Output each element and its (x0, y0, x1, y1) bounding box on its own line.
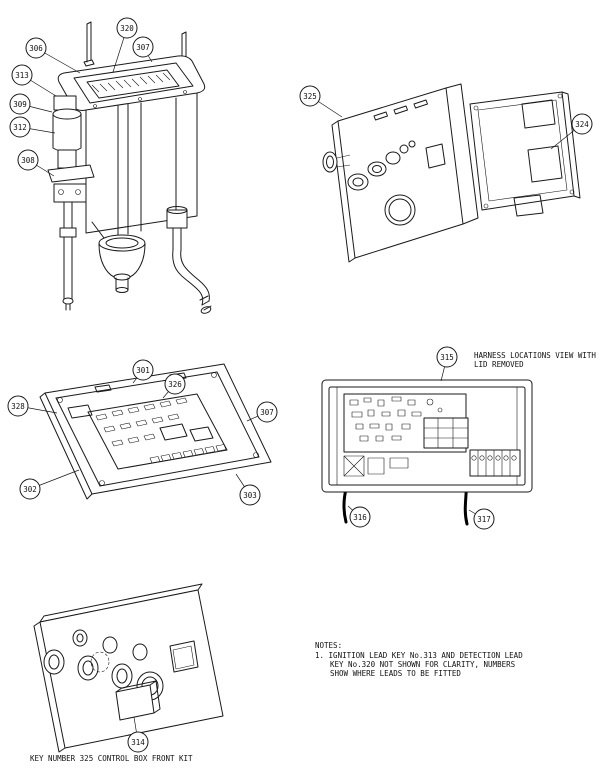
callout-328: 328 (7, 395, 58, 417)
notes-title: NOTES: (315, 641, 342, 650)
front-panel-diagram (33, 583, 224, 753)
harness-caption-line1: HARNESS LOCATIONS VIEW WITH (474, 351, 596, 360)
callout-309: 309 (9, 93, 53, 115)
callout-303: 303 (235, 473, 261, 506)
notes-line3: SHOW WHERE LEADS TO BE FITTED (330, 669, 461, 678)
callout-317: 317 (468, 508, 495, 530)
svg-text:315: 315 (440, 353, 454, 362)
svg-text:317: 317 (477, 515, 491, 524)
front-kit-caption: KEY NUMBER 325 CONTROL BOX FRONT KIT (30, 754, 193, 763)
svg-text:314: 314 (131, 738, 145, 747)
control-box-open-diagram (39, 363, 272, 500)
callout-302: 302 (19, 469, 80, 500)
svg-text:307: 307 (260, 408, 274, 417)
callout-325: 325 (299, 85, 343, 118)
callout-314: 314 (127, 716, 149, 753)
callout-320: 320 (112, 17, 138, 73)
svg-text:303: 303 (243, 491, 257, 500)
notes-line1: 1. IGNITION LEAD KEY No.313 AND DETECTIO… (315, 651, 523, 660)
callout-308: 308 (17, 149, 55, 177)
callout-307-box: 307 (246, 401, 278, 423)
svg-text:301: 301 (136, 366, 150, 375)
svg-text:302: 302 (23, 485, 37, 494)
svg-text:313: 313 (15, 71, 29, 80)
svg-text:309: 309 (13, 100, 27, 109)
svg-text:312: 312 (13, 123, 27, 132)
svg-text:328: 328 (11, 402, 25, 411)
svg-text:307: 307 (136, 43, 150, 52)
callout-316: 316 (347, 505, 371, 528)
harness-caption-line2: LID REMOVED (474, 360, 524, 369)
svg-text:316: 316 (353, 513, 367, 522)
svg-text:326: 326 (168, 380, 182, 389)
tank-assembly-diagram (47, 21, 212, 314)
callout-313: 313 (11, 64, 57, 97)
notes-block: NOTES: 1. IGNITION LEAD KEY No.313 AND D… (315, 641, 523, 678)
svg-text:306: 306 (29, 44, 43, 53)
svg-text:308: 308 (21, 156, 35, 165)
callout-301: 301 (132, 359, 154, 384)
callout-312: 312 (9, 116, 56, 138)
harness-view-diagram (321, 379, 533, 526)
callout-324: 324 (550, 113, 593, 150)
control-box-exploded-diagram (322, 83, 581, 263)
svg-text:325: 325 (303, 92, 317, 101)
callout-307-tank: 307 (132, 36, 154, 63)
svg-text:324: 324 (575, 120, 589, 129)
callout-326: 326 (162, 373, 186, 399)
callout-306: 306 (25, 37, 81, 74)
svg-text:320: 320 (120, 24, 134, 33)
callout-315: 315 (436, 346, 458, 382)
notes-line2: KEY No.320 NOT SHOWN FOR CLARITY, NUMBER… (330, 660, 516, 669)
